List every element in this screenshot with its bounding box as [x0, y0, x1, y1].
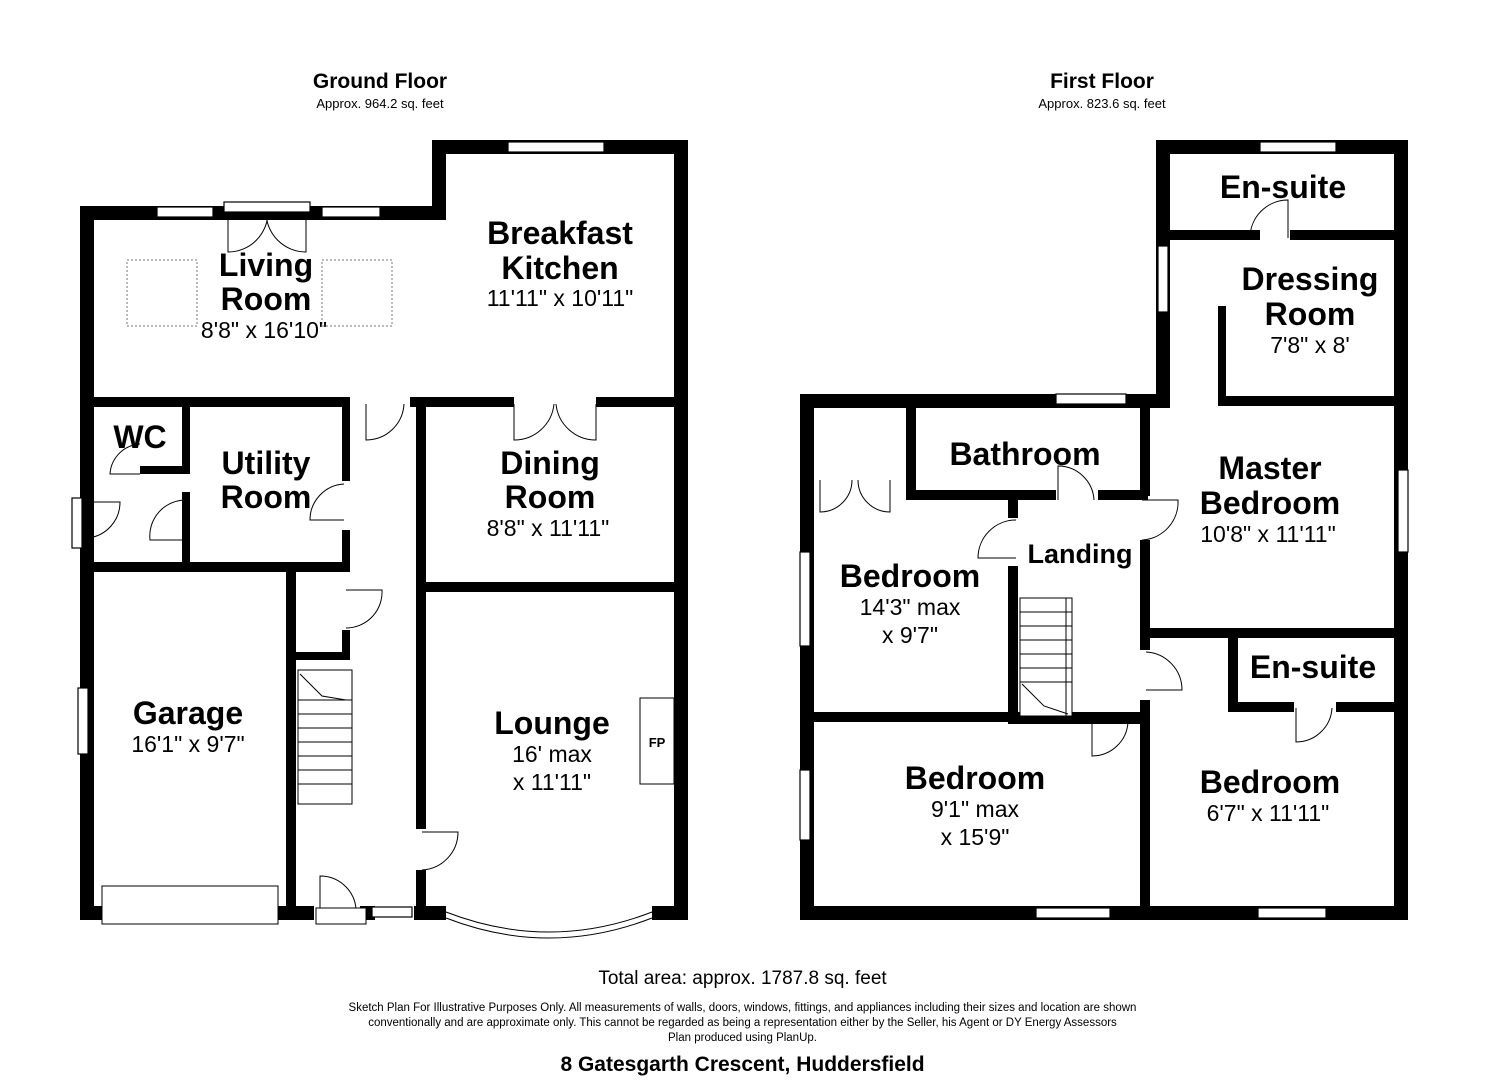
room-dimensions: x 9'7" — [882, 622, 938, 648]
first-floor-windows — [799, 141, 1409, 919]
room-dimensions: x 11'11" — [513, 769, 591, 795]
room-dimensions: 10'8" x 11'11" — [1200, 521, 1336, 547]
ground-floor-room-labels: Living Room 8'8" x 16'10" Breakfast Kitc… — [113, 215, 633, 795]
first-floor-doors — [819, 199, 1333, 757]
room-bedroom-rear-left: Bedroom 9'1" max x 15'9" — [905, 760, 1045, 850]
room-name-line: Room — [1265, 296, 1356, 332]
room-name-line: Kitchen — [501, 250, 618, 286]
room-dimensions: 6'7" x 11'11" — [1207, 800, 1330, 826]
room-name-line: En-suite — [1250, 649, 1376, 685]
room-garage: Garage 16'1" x 9'7" — [131, 695, 244, 757]
room-name-line: Bathroom — [949, 436, 1100, 472]
room-living-room: Living Room 8'8" x 16'10" — [201, 247, 327, 343]
room-name-line: Living — [219, 247, 313, 283]
room-en-suite-2: En-suite — [1250, 649, 1376, 685]
room-name-line: WC — [113, 419, 166, 455]
room-dimensions: x 15'9" — [941, 824, 1010, 850]
room-name-line: En-suite — [1220, 169, 1346, 205]
first-floor-title: First Floor — [1050, 70, 1154, 93]
disclaimer: Sketch Plan For Illustrative Purposes On… — [0, 1001, 1485, 1046]
total-area: Total area: approx. 1787.8 sq. feet — [598, 968, 887, 989]
room-name-line: Utility — [222, 445, 311, 481]
first-floor-area: Approx. 823.6 sq. feet — [1038, 96, 1166, 111]
disclaimer-line: Plan produced using PlanUp. — [668, 1032, 817, 1044]
room-lounge: Lounge 16' max x 11'11" — [494, 705, 610, 795]
room-dimensions: 11'11" x 10'11" — [487, 285, 634, 311]
room-wc: WC — [113, 419, 166, 455]
ground-floor-area: Approx. 964.2 sq. feet — [316, 96, 444, 111]
room-dimensions: 9'1" max — [931, 796, 1019, 822]
room-dimensions: 8'8" x 11'11" — [487, 515, 610, 541]
room-name-line: Bedroom — [1200, 485, 1340, 521]
room-name-line: Bedroom — [1200, 764, 1340, 800]
room-dimensions: 7'8" x 8' — [1270, 332, 1350, 358]
room-breakfast-kitchen: Breakfast Kitchen 11'11" x 10'11" — [487, 215, 634, 311]
ground-floor-title: Ground Floor — [313, 70, 447, 93]
room-en-suite-1: En-suite — [1220, 169, 1346, 205]
room-master-bedroom: Master Bedroom 10'8" x 11'11" — [1200, 450, 1340, 547]
ground-floor-doors — [85, 211, 653, 939]
room-landing: Landing — [1028, 539, 1133, 569]
room-name-line: Dining — [500, 445, 600, 481]
first-floor-room-labels: En-suite Dressing Room 7'8" x 8' Bathroo… — [840, 169, 1379, 850]
ground-floor-plan: Ground Floor Approx. 964.2 sq. feet — [71, 70, 688, 939]
room-bathroom: Bathroom — [949, 436, 1100, 472]
room-dimensions: 16'1" x 9'7" — [131, 731, 244, 757]
room-bedroom-front-left: Bedroom 14'3" max x 9'7" — [840, 558, 980, 648]
room-dressing-room: Dressing Room 7'8" x 8' — [1242, 261, 1379, 358]
first-floor-plan: First Floor Approx. 823.6 sq. feet — [799, 70, 1409, 920]
room-name-line: Landing — [1028, 539, 1133, 569]
disclaimer-line: Sketch Plan For Illustrative Purposes On… — [348, 1002, 1137, 1014]
room-name-line: Bedroom — [840, 558, 980, 594]
room-name-line: Dressing — [1242, 261, 1379, 297]
ground-floor-windows — [71, 141, 605, 918]
room-utility-room: Utility Room — [221, 445, 312, 515]
room-name-line: Garage — [133, 695, 243, 731]
property-address: 8 Gatesgarth Crescent, Huddersfield — [560, 1053, 925, 1076]
room-name-line: Room — [221, 479, 312, 515]
room-name-line: Breakfast — [487, 215, 633, 251]
disclaimer-line: conventionally and are approximate only.… — [368, 1017, 1117, 1029]
room-name-line: Room — [221, 281, 312, 317]
room-name-line: Room — [505, 479, 596, 515]
first-floor-stairs — [1019, 597, 1073, 717]
ground-floor-fixtures: FP — [101, 259, 675, 925]
fireplace-label: FP — [649, 735, 666, 750]
room-dimensions: 8'8" x 16'10" — [201, 317, 327, 343]
room-dining-room: Dining Room 8'8" x 11'11" — [487, 445, 610, 541]
ground-floor-stairs — [297, 669, 353, 805]
room-name-line: Master — [1218, 450, 1321, 486]
room-name-line: Bedroom — [905, 760, 1045, 796]
room-name-line: Lounge — [494, 705, 610, 741]
room-dimensions: 14'3" max — [860, 594, 961, 620]
room-bedroom-rear-right: Bedroom 6'7" x 11'11" — [1200, 764, 1340, 826]
room-dimensions: 16' max — [512, 741, 592, 767]
